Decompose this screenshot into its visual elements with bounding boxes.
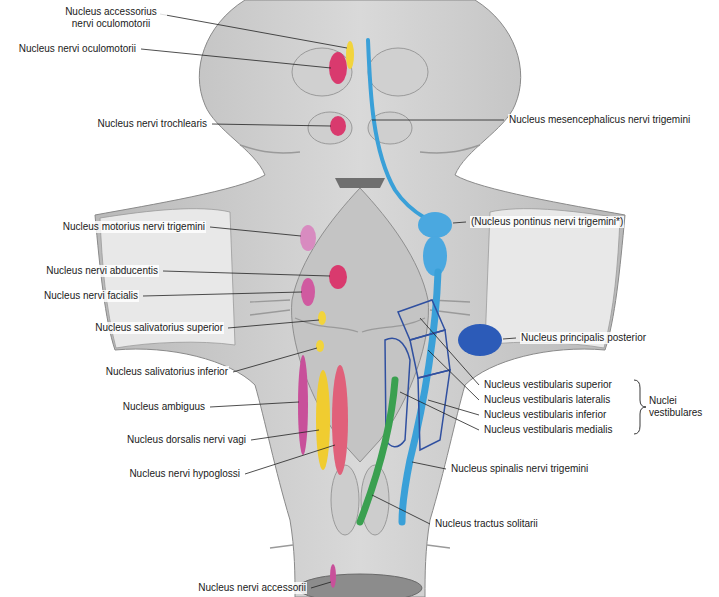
nucleus-shape [300, 225, 316, 251]
part-label: Nucleus salivatorius superior [94, 322, 224, 334]
nucleus-shape [368, 40, 425, 218]
group-label: Nuclei vestibulares [648, 395, 716, 419]
nucleus-shape [423, 236, 447, 276]
part-label: Nucleus vestibularis inferior [483, 409, 607, 421]
nucleus-shape [298, 355, 308, 455]
part-label: Nucleus spinalis nervi trigemini [450, 463, 589, 475]
nucleus-shape [329, 265, 347, 289]
part-label: Nucleus vestibularis superior [483, 379, 613, 391]
nucleus-shape [346, 41, 354, 69]
superior-colliculus [292, 48, 352, 96]
inferior-colliculus [308, 112, 352, 144]
nucleus-shape [332, 365, 348, 475]
part-label: Nucleus tractus solitarii [434, 518, 539, 530]
nucleus-shape [301, 278, 315, 306]
part-label: Nucleus salivatorius inferior [105, 366, 229, 378]
part-label: Nucleus ambiguus [122, 401, 206, 413]
nucleus-shape [360, 380, 395, 522]
nucleus-shape [330, 116, 346, 136]
part-label: Nucleus principalis posterior [520, 332, 647, 344]
nucleus-shape [329, 52, 347, 84]
part-label: Nucleus nervi hypoglossi [128, 468, 241, 480]
part-label: Nucleus nervi trochlearis [97, 118, 209, 130]
nucleus-shape [458, 324, 502, 356]
nucleus-shape [418, 212, 452, 238]
nucleus-shape [316, 340, 324, 352]
superior-colliculus [368, 48, 428, 96]
leader-lines [141, 14, 516, 588]
medullary-velum-cut [335, 178, 385, 188]
part-label: (Nucleus pontinus nervi trigemini*) [470, 216, 624, 228]
nucleus-shape [330, 564, 336, 588]
part-label: Nucleus dorsalis nervi vagi [126, 434, 247, 446]
peduncle-cut-surface [485, 209, 620, 348]
trochlear-root [240, 145, 480, 153]
nucleus-shape [316, 370, 330, 470]
brainstem-outline [95, 0, 625, 597]
part-label: Nucleus nervi oculomotorii [18, 43, 137, 55]
part-label: Nucleus motorius nervi trigemini [62, 221, 206, 233]
bracket [634, 380, 646, 434]
part-label: Nucleus accessorius nervi oculomotorii [55, 6, 167, 30]
part-label: Nucleus vestibularis medialis [483, 424, 613, 436]
nucleus-shape [318, 311, 326, 325]
part-label: Nucleus vestibularis lateralis [483, 394, 611, 406]
spinal-cord-section [298, 574, 422, 597]
part-label: Nucleus nervi facialis [43, 290, 139, 302]
nucleus-shape [418, 370, 450, 450]
part-label: Nucleus mesencephalicus nervi trigemini [508, 114, 691, 126]
rhomboid-fossa [292, 188, 429, 462]
part-label: Nucleus nervi accessorii [197, 582, 307, 594]
gracile-tubercle [331, 465, 359, 535]
part-label: Nucleus nervi abducentis [45, 265, 159, 277]
